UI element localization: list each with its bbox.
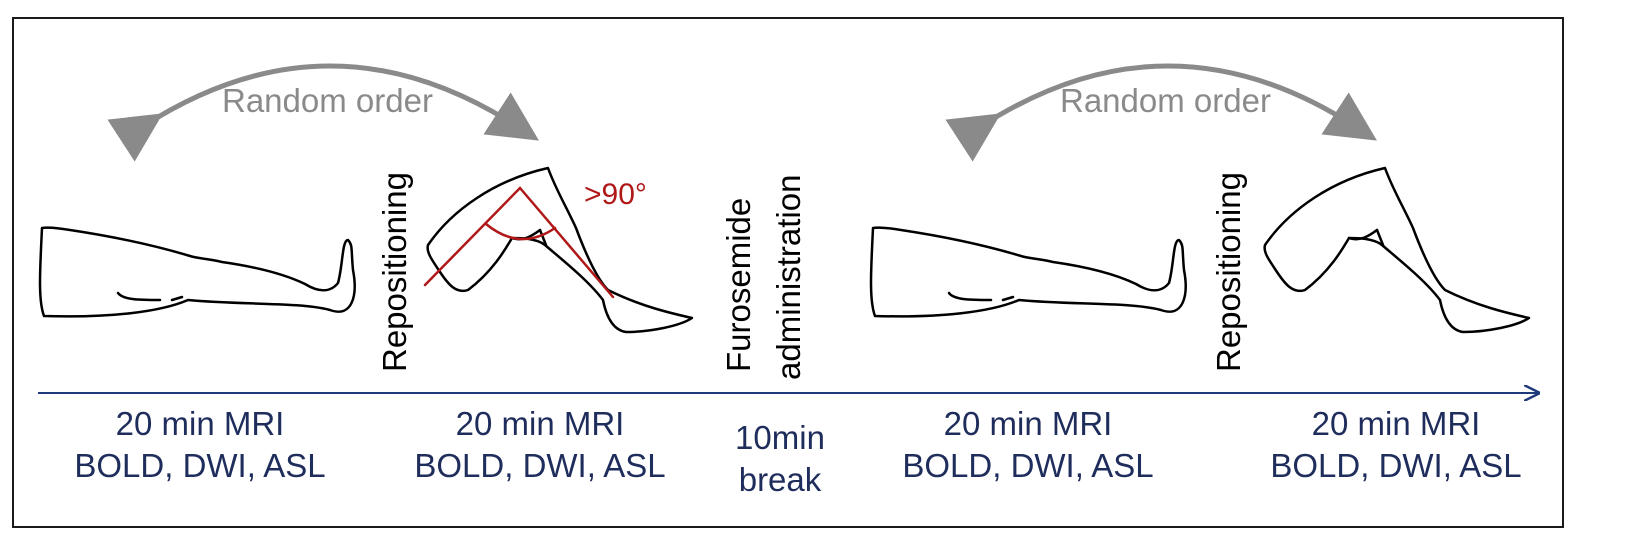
random-order-arrow-right	[945, 63, 1377, 162]
step-mri-2: 20 min MRI BOLD, DWI, ASL	[380, 403, 700, 487]
furosemide-line2: administration	[770, 174, 807, 380]
bent-leg-1	[426, 166, 694, 334]
random-order-label-1: Random order	[222, 82, 433, 119]
step-mri-1: 20 min MRI BOLD, DWI, ASL	[40, 403, 360, 487]
step-detail: BOLD, DWI, ASL	[74, 447, 326, 484]
step-break: 10min break	[700, 417, 860, 501]
step-title: 20 min MRI	[943, 405, 1113, 442]
straight-leg-2	[869, 226, 1187, 318]
step-title: 20 min MRI	[115, 405, 285, 442]
angle-label: >90°	[584, 178, 647, 211]
repositioning-label-2: Repositioning	[1210, 172, 1247, 372]
step-title: 20 min MRI	[455, 405, 625, 442]
repositioning-label-1: Repositioning	[376, 172, 413, 372]
step-mri-3: 20 min MRI BOLD, DWI, ASL	[868, 403, 1188, 487]
step-title: 10min	[735, 419, 825, 456]
random-order-label-2: Random order	[1060, 82, 1271, 119]
bent-leg-2	[1263, 166, 1531, 334]
furosemide-line1: Furosemide	[720, 197, 757, 372]
step-detail: break	[738, 461, 822, 498]
knee-angle-annotation	[423, 186, 615, 299]
figure-frame	[12, 17, 1564, 528]
random-order-arrow-left	[107, 63, 539, 162]
step-title: 20 min MRI	[1311, 405, 1481, 442]
straight-leg-1	[38, 226, 356, 318]
step-detail: BOLD, DWI, ASL	[1270, 447, 1522, 484]
step-detail: BOLD, DWI, ASL	[414, 447, 666, 484]
step-mri-4: 20 min MRI BOLD, DWI, ASL	[1236, 403, 1556, 487]
step-detail: BOLD, DWI, ASL	[902, 447, 1154, 484]
